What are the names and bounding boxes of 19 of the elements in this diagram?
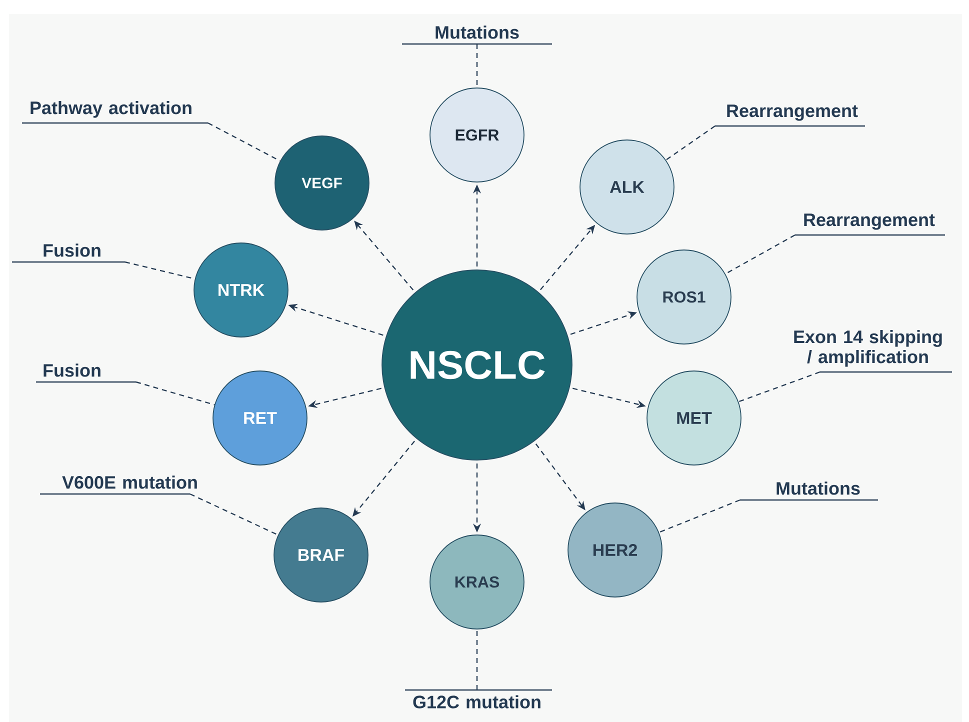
- leader-line: [476, 44, 478, 88]
- leader-line: [136, 381, 215, 406]
- leader-line: [666, 126, 716, 160]
- leader-line: [658, 499, 740, 533]
- leader-line: [738, 371, 820, 402]
- annotation-label: Pathway activation: [22, 101, 208, 124]
- annotation-label: Mutations: [402, 26, 552, 45]
- annotation-label: Fusion: [36, 364, 136, 383]
- annotation-label: G12C mutation: [405, 689, 552, 708]
- leader-line: [725, 234, 796, 274]
- annotation-label: Fusion: [12, 244, 125, 263]
- annotation-label: Rearrangement: [715, 104, 865, 127]
- leader-line: [208, 122, 280, 162]
- annotation-label: Rearrangement: [795, 214, 945, 236]
- leader-line: [190, 493, 278, 536]
- leader-line: [476, 629, 478, 690]
- annotation-label: Mutations: [740, 482, 878, 501]
- annotation-label: V600E mutation: [40, 476, 197, 495]
- annotation-label: Exon 14 skipping / amplification: [794, 330, 952, 373]
